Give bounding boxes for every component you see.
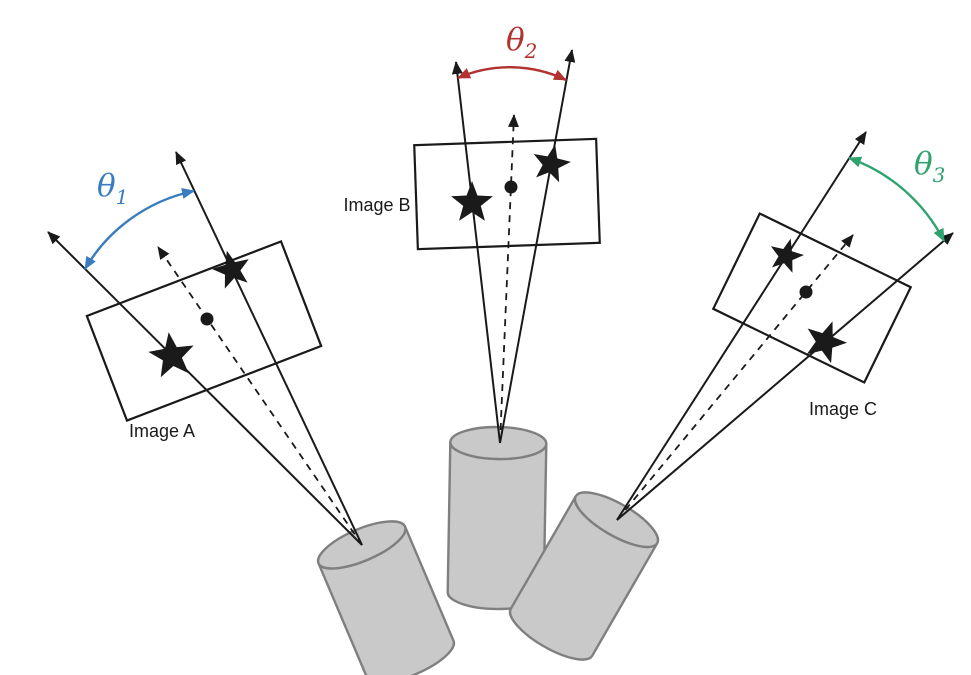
image-c-label: Image C xyxy=(809,399,877,419)
feature-points xyxy=(148,144,847,378)
star-feature xyxy=(148,332,194,378)
image-plane-rect xyxy=(413,137,601,251)
ray-a-optical-axis xyxy=(157,246,363,546)
theta1-arc xyxy=(83,188,195,270)
camera-cylinder-left xyxy=(316,520,456,675)
image-plane-a xyxy=(85,240,323,422)
cylinder-top-face xyxy=(573,491,660,549)
ray-b-optical-axis xyxy=(499,114,519,444)
star-feature xyxy=(533,144,571,183)
principal-point-dot xyxy=(799,285,813,299)
ray-b-left xyxy=(451,61,501,444)
theta2-arc xyxy=(457,66,567,82)
star-feature xyxy=(806,321,847,364)
theta1-label: θ1 xyxy=(97,168,128,209)
theta3-label: θ3 xyxy=(914,146,945,187)
theta-symbol: θ xyxy=(914,146,933,182)
image-plane-b xyxy=(413,137,601,251)
theta3-arc xyxy=(848,156,946,242)
theta-symbol: θ xyxy=(97,168,116,204)
star-feature xyxy=(451,181,493,221)
ray-c-lower xyxy=(616,232,954,521)
image-a-label: Image A xyxy=(129,421,195,441)
camera-a-rays xyxy=(47,151,363,546)
ray-c-optical-axis xyxy=(616,234,854,521)
star-feature xyxy=(770,238,804,273)
image-plane-rect xyxy=(85,240,323,422)
camera-cylinder-right xyxy=(508,491,660,661)
theta-subscript: 1 xyxy=(116,185,129,209)
theta-subscript: 3 xyxy=(933,163,946,187)
principal-point-dot xyxy=(504,180,518,194)
principal-point-dot xyxy=(200,312,214,326)
star-feature xyxy=(212,250,249,289)
theta-symbol: θ xyxy=(506,22,525,58)
ray-a-upper xyxy=(175,151,363,546)
ray-a-lower xyxy=(47,231,363,546)
theta2-label: θ2 xyxy=(506,22,537,63)
camera-b-rays xyxy=(451,49,576,444)
image-b-label: Image B xyxy=(343,195,410,215)
image-plane-rect xyxy=(711,212,913,384)
theta-subscript: 2 xyxy=(524,39,538,63)
ray-c-upper xyxy=(616,131,867,521)
ray-b-right xyxy=(499,49,576,444)
image-plane-c xyxy=(711,212,913,384)
